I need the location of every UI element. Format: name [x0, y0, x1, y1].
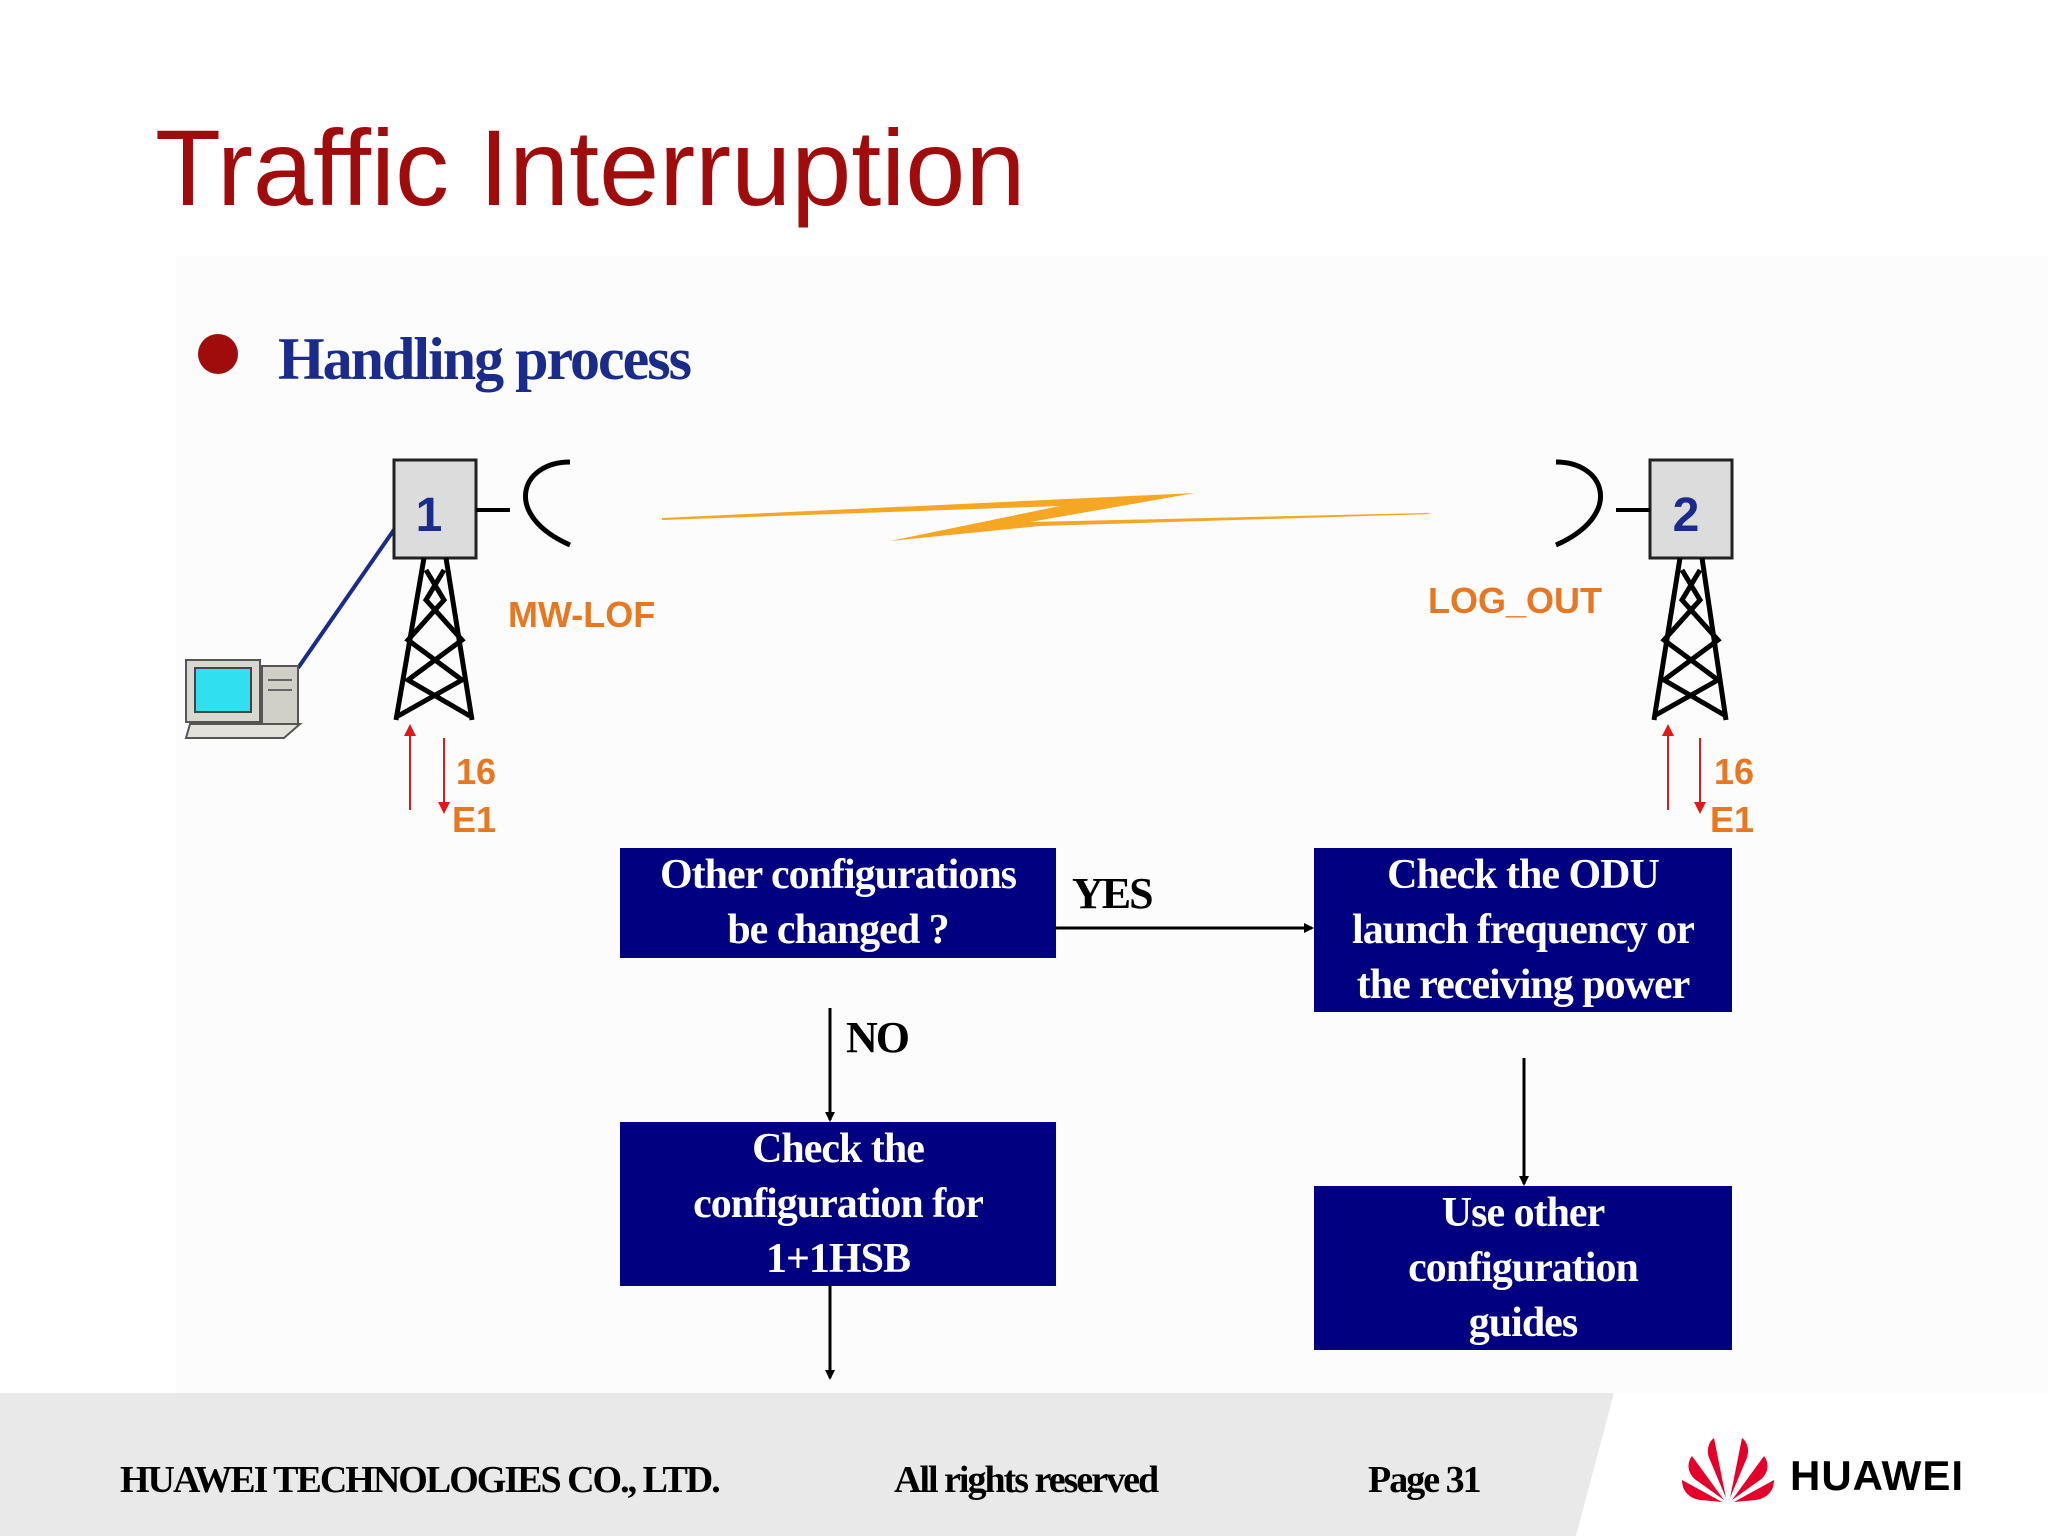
footer-company: HUAWEI TECHNOLOGIES CO., LTD.: [120, 1459, 721, 1501]
check-odu-line-2: launch frequency or: [1352, 906, 1695, 953]
tower-1-icon: [392, 458, 572, 721]
no-label: NO: [846, 1013, 910, 1062]
decision-box: Other configurations be changed ?: [620, 848, 1056, 958]
check-config-line-1: Check the: [752, 1125, 925, 1172]
tower-2-icon: [1554, 458, 1734, 721]
site-1-e1-count: 16: [456, 751, 497, 792]
slide-title: Traffic Interruption: [155, 107, 1026, 228]
huawei-logo-text: HUAWEI: [1790, 1452, 1964, 1499]
lightning-link-icon: [662, 493, 1432, 541]
bullet-heading: Handling process: [278, 326, 692, 392]
check-odu-line-1: Check the ODU: [1387, 851, 1660, 898]
site-1-number: 1: [415, 489, 443, 542]
site-1-alarm: MW-LOF: [508, 594, 656, 635]
footer-rights: All rights reserved: [894, 1459, 1159, 1501]
site-2-e1-count: 16: [1714, 751, 1755, 792]
check-odu-box: Check the ODU launch frequency or the re…: [1314, 848, 1732, 1012]
check-odu-line-3: the receiving power: [1356, 961, 1690, 1008]
footer-page: Page 31: [1368, 1459, 1482, 1501]
check-config-line-3: 1+1HSB: [766, 1235, 911, 1282]
huawei-logo-icon: [1682, 1438, 1774, 1502]
check-config-line-2: configuration for: [693, 1180, 984, 1227]
site-1-e1-unit: E1: [452, 799, 497, 840]
decision-line-1: Other configurations: [659, 852, 1017, 898]
computer-link-line: [296, 522, 400, 670]
site-2-e1-unit: E1: [1710, 799, 1755, 840]
use-guides-box: Use other configuration guides: [1314, 1186, 1732, 1350]
footer-bar: [0, 1393, 2048, 1536]
check-config-box: Check the configuration for 1+1HSB: [620, 1122, 1056, 1286]
bullet-dot: [198, 334, 238, 374]
use-guides-line-2: configuration: [1408, 1244, 1639, 1291]
site-2-number: 2: [1672, 489, 1700, 542]
use-guides-line-1: Use other: [1441, 1189, 1605, 1236]
decision-line-2: be changed ?: [727, 907, 949, 953]
use-guides-line-3: guides: [1468, 1299, 1578, 1346]
content-area: [176, 256, 2048, 1396]
computer-icon: [184, 659, 303, 739]
yes-label: YES: [1072, 869, 1154, 918]
site-2-alarm: LOG_OUT: [1428, 580, 1603, 621]
